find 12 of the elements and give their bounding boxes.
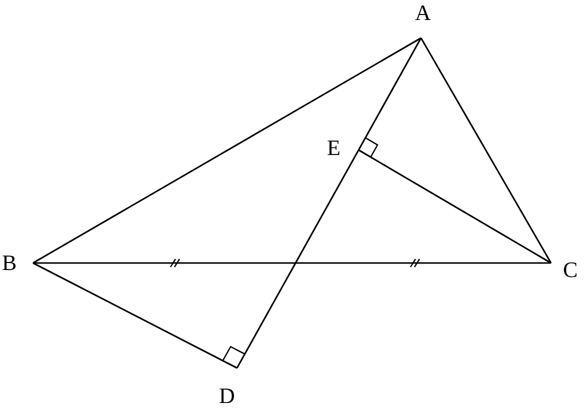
- line-segment: [358, 38, 422, 150]
- line-segment: [358, 149, 552, 264]
- line-segment: [32, 262, 238, 369]
- line-segment: [236, 150, 360, 368]
- point-label: A: [415, 2, 431, 24]
- line-segment: [33, 262, 551, 264]
- point-label: D: [219, 385, 235, 407]
- line-segment: [32, 37, 422, 264]
- point-label: E: [327, 137, 340, 159]
- point-label: C: [563, 259, 578, 281]
- point-label: B: [2, 252, 17, 274]
- line-segment: [420, 38, 552, 264]
